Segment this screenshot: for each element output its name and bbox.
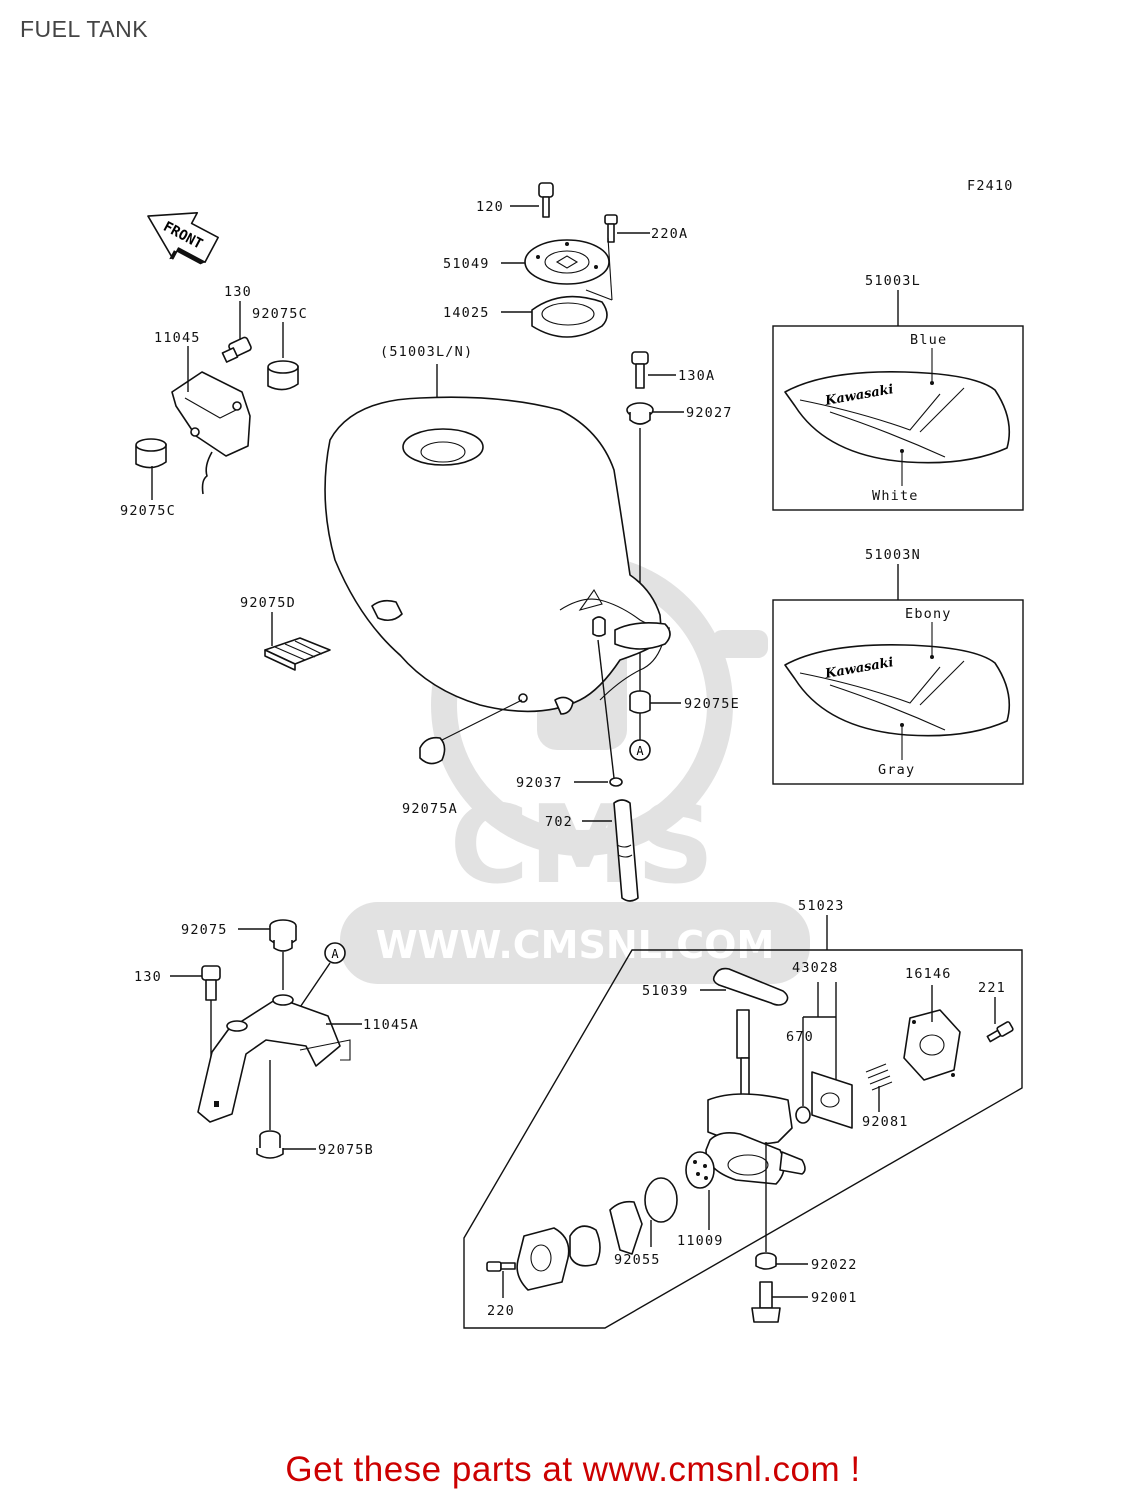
oring-670 — [795, 1106, 811, 1124]
callout-92081: 92081 — [862, 1114, 909, 1130]
variant-l-color-bottom: White — [872, 488, 919, 504]
page-title: FUEL TANK — [20, 16, 149, 42]
watermark-url-text: WWW.CMSNL.COM — [376, 923, 775, 967]
callout-130-bottom: 130 — [134, 969, 162, 985]
variant-n-part-no: 51003N — [865, 547, 921, 563]
footer-promo-link[interactable]: Get these parts at www.cmsnl.com ! — [285, 1450, 861, 1489]
variant-n-box: 51003N Kawasaki Ebony Gray — [772, 547, 1024, 785]
callout-130a: 130A — [678, 368, 715, 384]
variant-l-part-no: 51003L — [865, 273, 921, 289]
callout-11045: 11045 — [154, 330, 201, 346]
clip-92037 — [609, 777, 623, 787]
fuel-tank — [324, 396, 671, 715]
hose-702 — [613, 799, 639, 902]
grommet-92027 — [626, 402, 654, 425]
fuel-cap-51049 — [524, 239, 610, 285]
callout-92075: 92075 — [181, 922, 228, 938]
variant-l-box: 51003L Kawasaki Blue White — [772, 273, 1024, 511]
callout-92075c-bottom: 92075C — [120, 503, 176, 519]
callout-92055: 92055 — [614, 1252, 661, 1268]
callout-14025: 14025 — [443, 305, 490, 321]
screw-220a — [604, 214, 618, 243]
lever-gasket-parts — [516, 1200, 643, 1291]
screw-220 — [486, 1261, 516, 1272]
spring-92081 — [865, 1063, 893, 1091]
figure-code: F2410 — [967, 178, 1014, 194]
callout-92075a: 92075A — [402, 801, 458, 817]
callout-51023: 51023 — [798, 898, 845, 914]
callout-220a: 220A — [651, 226, 688, 242]
cap-bolt-120 — [538, 182, 554, 218]
bolt-130-bottom — [201, 965, 221, 1001]
callout-120: 120 — [476, 199, 504, 215]
callout-11009: 11009 — [677, 1233, 724, 1249]
ref-marker-a-tank-text: A — [636, 744, 644, 758]
cap-gasket-14025 — [531, 237, 613, 338]
pad-92075d — [264, 637, 331, 671]
damper-92075e — [629, 690, 651, 714]
callout-51039: 51039 — [642, 983, 689, 999]
callout-92027: 92027 — [686, 405, 733, 421]
cover-16146 — [903, 1009, 961, 1081]
oring-92055 — [644, 1177, 678, 1223]
diaphragm-43028 — [811, 1071, 853, 1129]
fuel-tap-assembly-frame — [463, 915, 1023, 1329]
damper-92075c-bottom — [135, 438, 167, 469]
bolt-130-top — [221, 336, 252, 363]
screw-221 — [986, 1021, 1014, 1043]
callout-670: 670 — [786, 1029, 814, 1045]
washer-92022 — [755, 1252, 777, 1270]
callout-220: 220 — [487, 1303, 515, 1319]
callout-11045a: 11045A — [363, 1017, 419, 1033]
variant-n-color-top: Ebony — [905, 606, 952, 622]
bolt-130a — [631, 351, 649, 389]
callout-130-top: 130 — [224, 284, 252, 300]
callout-16146: 16146 — [905, 966, 952, 982]
collar-92075 — [269, 919, 297, 952]
damper-92075b — [256, 1130, 284, 1159]
watermark-logo-text: CMS — [450, 783, 715, 908]
ref-marker-a-tank: A — [629, 739, 651, 761]
rubber-92075a — [419, 699, 523, 765]
callout-221: 221 — [978, 980, 1006, 996]
callout-43028: 43028 — [792, 960, 839, 976]
callout-92075b: 92075B — [318, 1142, 374, 1158]
callout-92022: 92022 — [811, 1257, 858, 1273]
callout-51003ln: (51003L/N) — [380, 344, 473, 360]
filter-11009 — [685, 1151, 715, 1189]
fuel-cock-body — [705, 1009, 806, 1185]
callout-51049: 51049 — [443, 256, 490, 272]
bracket-11045 — [171, 371, 251, 495]
ref-marker-a-bracket: A — [324, 942, 346, 964]
variant-l-color-top: Blue — [910, 332, 947, 348]
callout-702: 702 — [545, 814, 573, 830]
bracket-11045a — [197, 994, 351, 1123]
oring-51039 — [712, 967, 789, 1006]
callout-92075e: 92075E — [684, 696, 740, 712]
callout-92037: 92037 — [516, 775, 563, 791]
front-arrow: FRONT — [147, 211, 219, 265]
ref-marker-a-bracket-text: A — [331, 947, 339, 961]
damper-92075c-top — [267, 360, 299, 391]
callout-92001: 92001 — [811, 1290, 858, 1306]
callout-92075d: 92075D — [240, 595, 296, 611]
variant-n-color-bottom: Gray — [878, 762, 915, 778]
callout-92075c-top: 92075C — [252, 306, 308, 322]
bolt-92001 — [751, 1281, 781, 1323]
